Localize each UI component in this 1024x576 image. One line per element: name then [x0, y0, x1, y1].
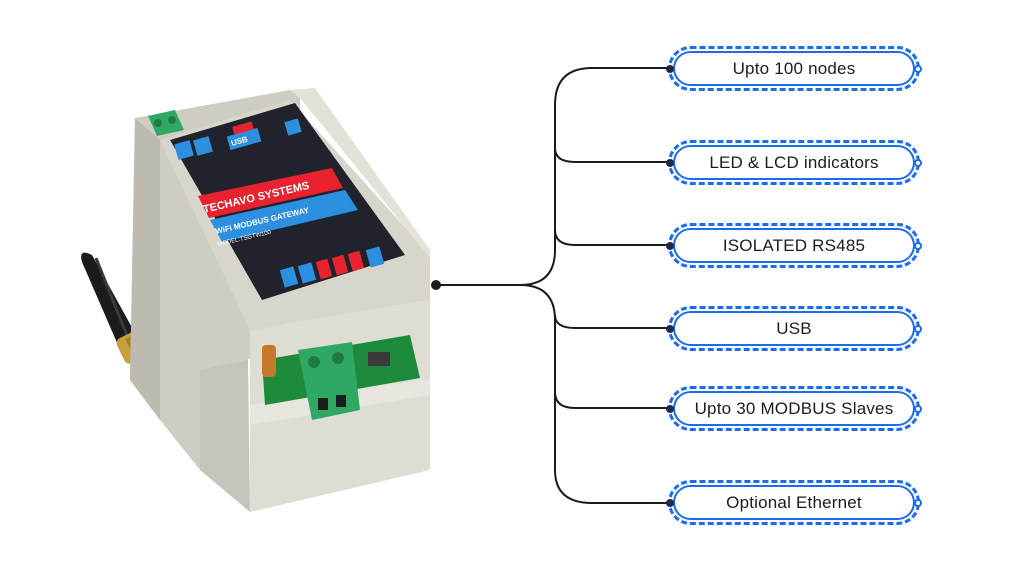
connector-dot-icon [666, 241, 674, 250]
connector-dot-icon [666, 324, 674, 333]
feature-label: ISOLATED RS485 [722, 235, 866, 255]
feature-item-indicators: LED & LCD indicators [666, 140, 922, 185]
power-terminal-block [148, 110, 184, 136]
ring-dot-icon [914, 241, 922, 250]
connector-dot-icon [666, 404, 674, 413]
rs485-terminal-block [298, 342, 360, 420]
feature-label: Optional Ethernet [726, 492, 862, 512]
connector-dot-icon [666, 498, 674, 507]
feature-item-modbus-slaves: Upto 30 MODBUS Slaves [666, 386, 922, 431]
feature-label: Upto 100 nodes [732, 58, 856, 78]
feature-label: USB [776, 318, 812, 338]
ring-dot-icon [914, 498, 922, 507]
feature-item-ethernet: Optional Ethernet [666, 480, 922, 525]
feature-item-nodes: Upto 100 nodes [666, 46, 922, 91]
device-label-panel [170, 103, 405, 300]
ring-dot-icon [914, 64, 922, 73]
ring-dot-icon [914, 404, 922, 413]
feature-item-usb: USB [666, 306, 922, 351]
hub-dot [431, 280, 441, 290]
feature-item-rs485: ISOLATED RS485 [666, 223, 922, 268]
connector-dot-icon [666, 64, 674, 73]
feature-label: Upto 30 MODBUS Slaves [694, 398, 894, 418]
feature-connector-lines [436, 67, 668, 504]
feature-label: LED & LCD indicators [709, 152, 879, 172]
connector-dot-icon [666, 158, 674, 167]
ring-dot-icon [914, 158, 922, 167]
ring-dot-icon [914, 324, 922, 333]
